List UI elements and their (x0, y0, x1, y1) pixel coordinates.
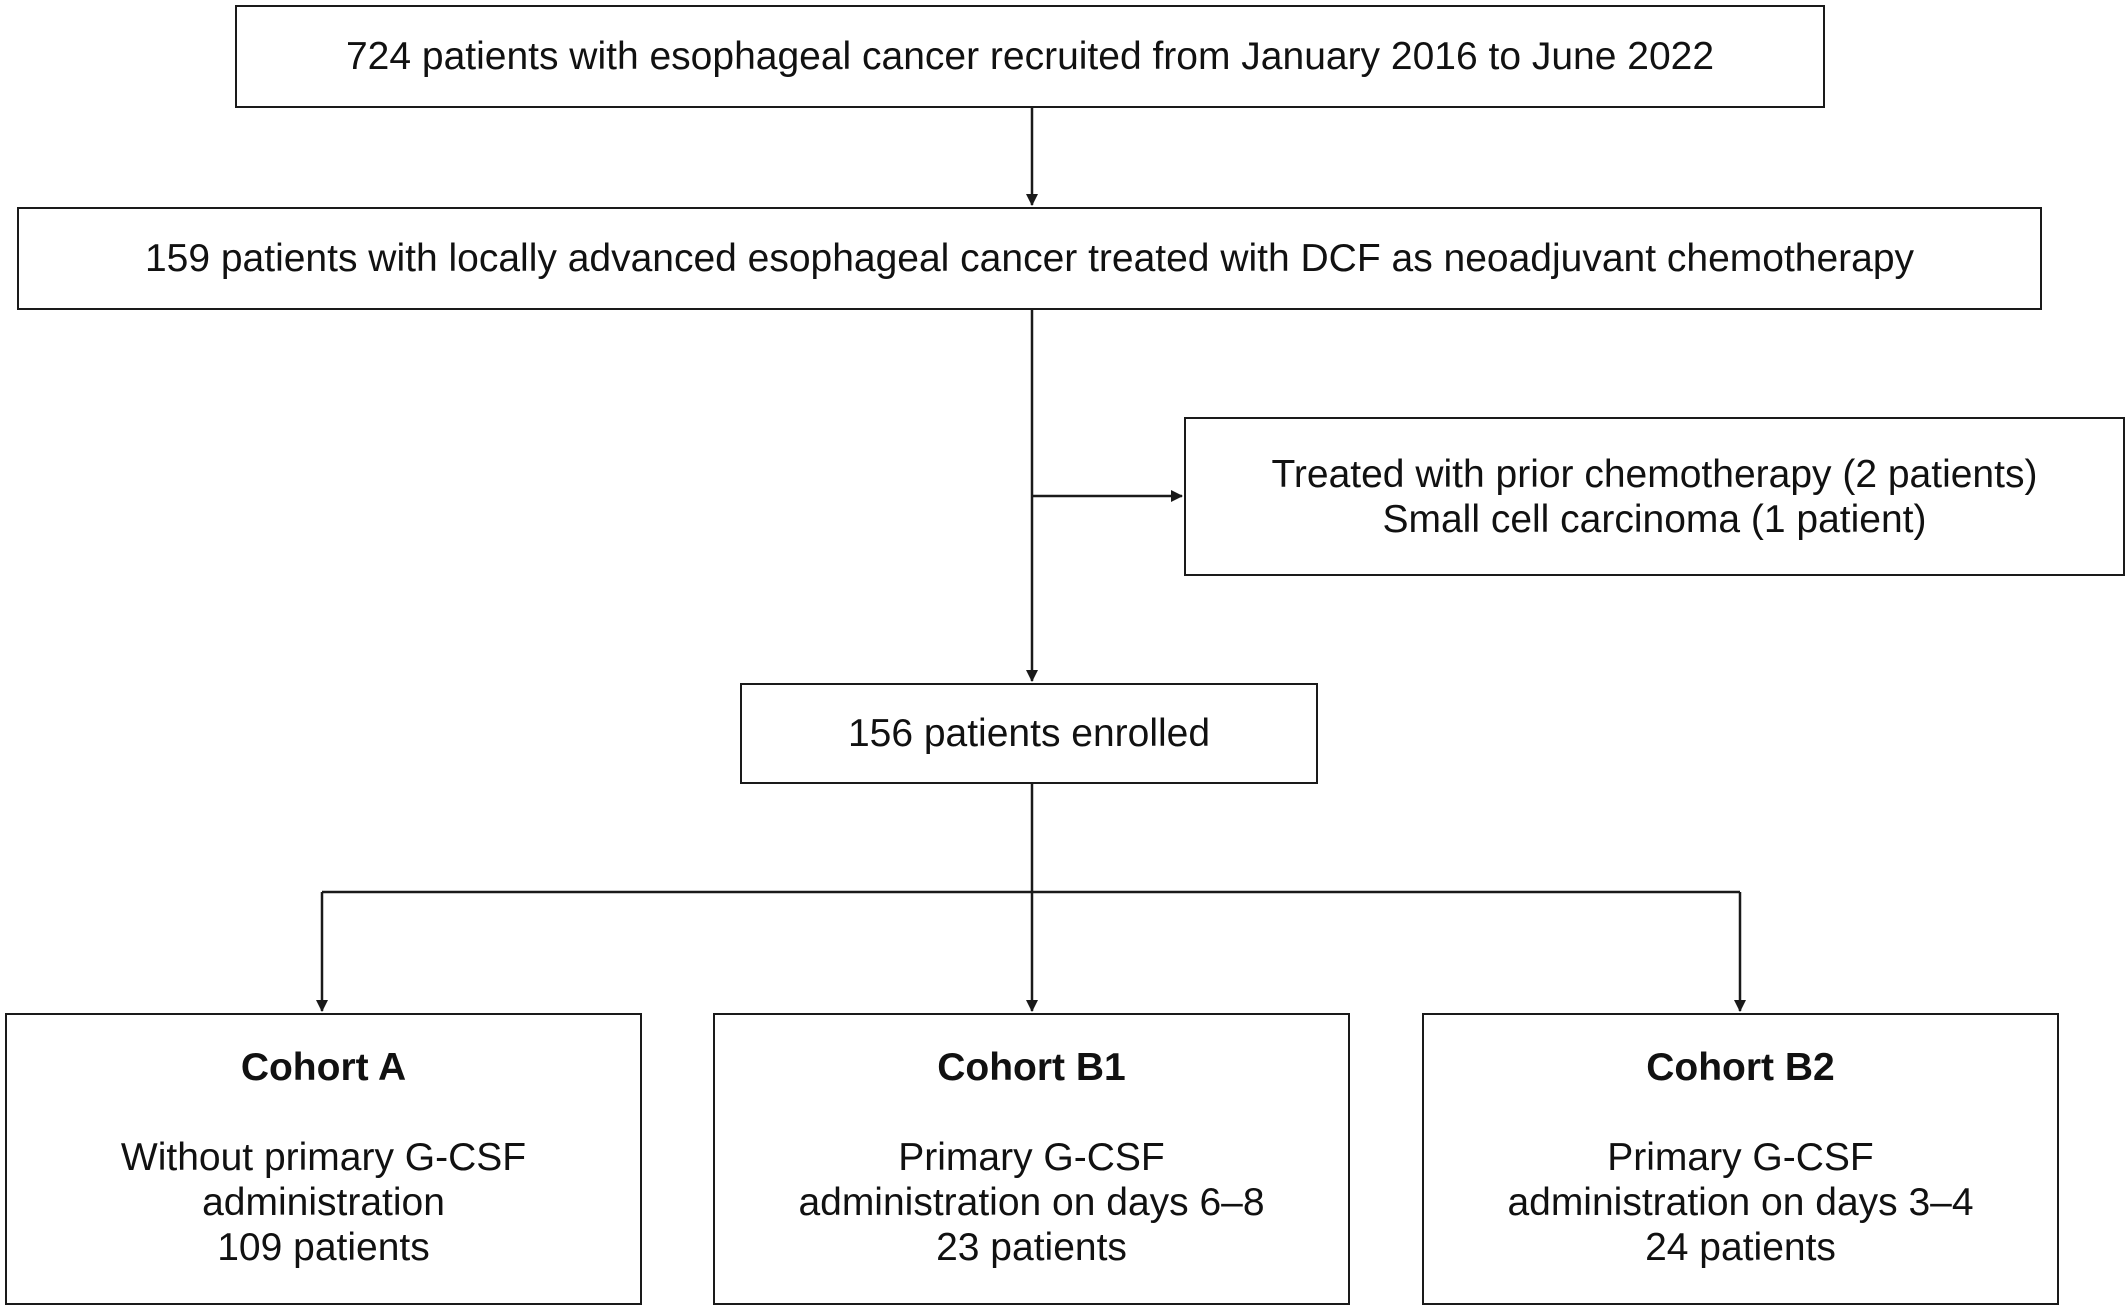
exclusion-small-cell: Small cell carcinoma (1 patient) (1382, 497, 1927, 541)
enrolled-text: 156 patients enrolled (847, 712, 1211, 755)
cohort-b1-title: Cohort B1 (937, 1046, 1126, 1089)
dcf-treated-box: 159 patients with locally advanced esoph… (17, 207, 2042, 310)
dcf-treated-text: 159 patients with locally advanced esoph… (144, 237, 1915, 280)
cohort-a-box: Cohort A Without primary G-CSF administr… (5, 1013, 642, 1305)
exclusion-prior-chemo: Treated with prior chemotherapy (2 patie… (1271, 452, 2038, 496)
cohort-a-line-1: Without primary G-CSF (120, 1136, 527, 1179)
cohort-b1-line-1: Primary G-CSF (898, 1136, 1165, 1179)
cohort-b2-line-2: administration on days 3–4 (1507, 1181, 1974, 1224)
enrolled-box: 156 patients enrolled (740, 683, 1318, 784)
cohort-a-title: Cohort A (240, 1046, 407, 1089)
cohort-b1-box: Cohort B1 Primary G-CSF administration o… (713, 1013, 1350, 1305)
cohort-b1-count: 23 patients (936, 1226, 1127, 1269)
recruited-box: 724 patients with esophageal cancer recr… (235, 5, 1825, 108)
cohort-b1-line-2: administration on days 6–8 (798, 1181, 1265, 1224)
exclusion-box: Treated with prior chemotherapy (2 patie… (1184, 417, 2125, 576)
cohort-b2-box: Cohort B2 Primary G-CSF administration o… (1422, 1013, 2059, 1305)
recruited-text: 724 patients with esophageal cancer recr… (345, 35, 1715, 78)
cohort-a-count: 109 patients (217, 1226, 430, 1269)
cohort-a-line-2: administration (202, 1181, 445, 1224)
cohort-b2-line-1: Primary G-CSF (1607, 1136, 1874, 1179)
cohort-b2-count: 24 patients (1645, 1226, 1836, 1269)
cohort-b2-title: Cohort B2 (1646, 1046, 1835, 1089)
